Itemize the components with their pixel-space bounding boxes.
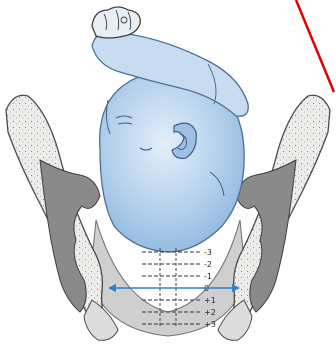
station-label: +3 [204, 320, 216, 329]
station-label: +2 [204, 308, 216, 317]
fetal-fist [92, 7, 140, 38]
station-label: -3 [204, 248, 212, 257]
station-label: -2 [204, 260, 212, 269]
red-pointer-line [296, 0, 334, 92]
station-label: -1 [204, 272, 212, 281]
station-label: +1 [204, 296, 216, 305]
